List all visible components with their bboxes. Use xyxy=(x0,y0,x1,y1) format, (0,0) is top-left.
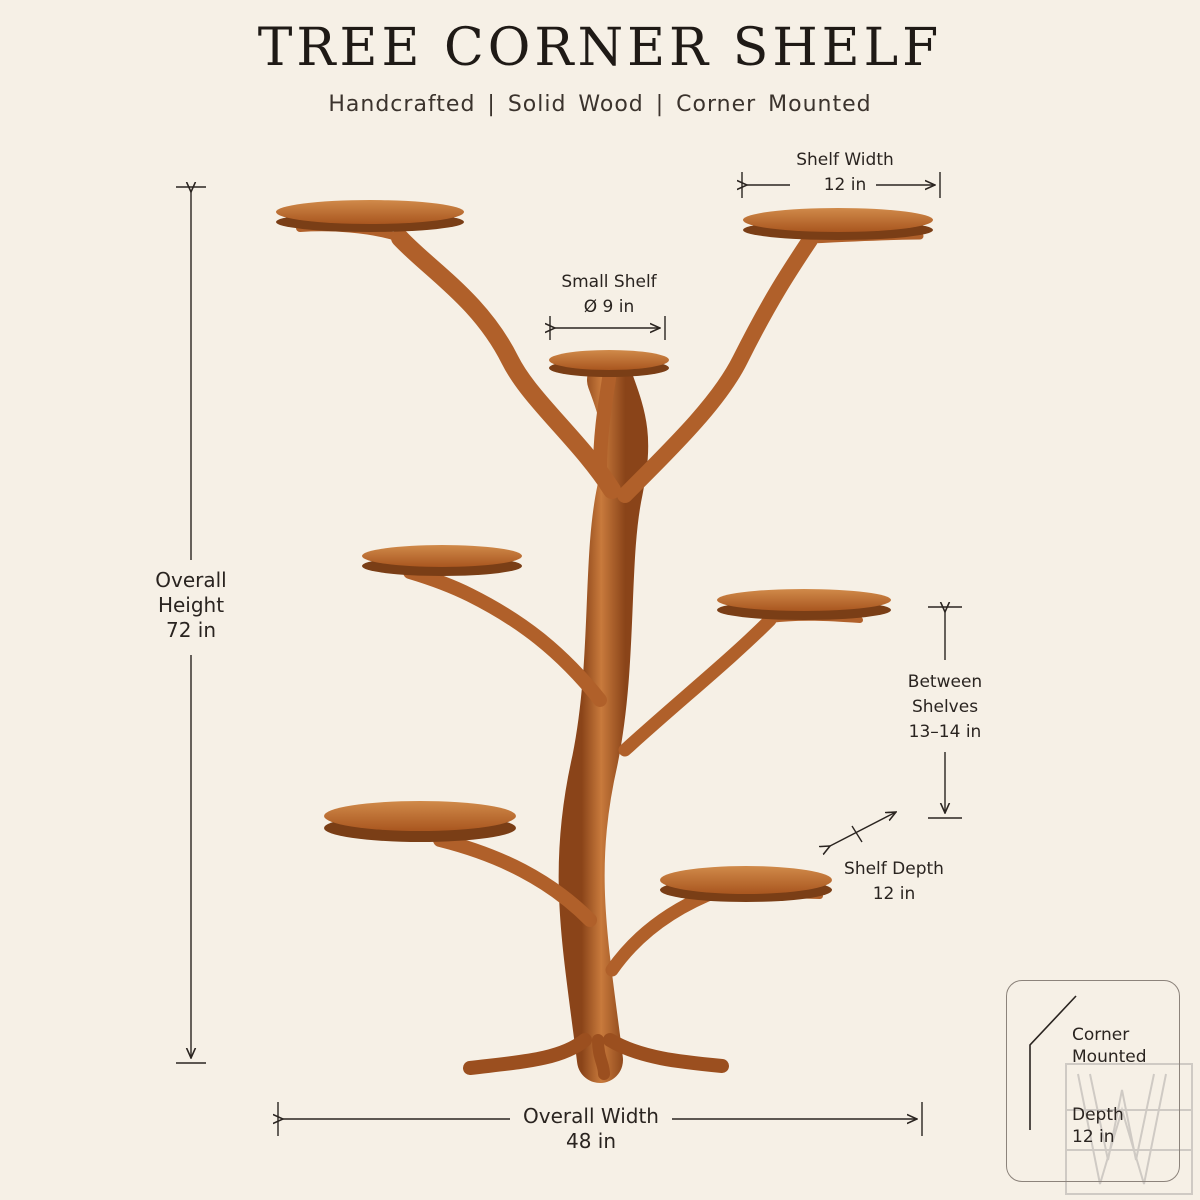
depth-line xyxy=(830,812,896,846)
shelf-mid-left xyxy=(362,545,522,576)
corner-icon xyxy=(1029,995,1077,1130)
shelves xyxy=(276,200,933,902)
corner-mounted-line2: Mounted xyxy=(1072,1047,1147,1067)
between-shelves-line1: Between xyxy=(907,672,983,692)
shelf-top-left xyxy=(276,200,464,232)
corner-depth-value: 12 in xyxy=(1072,1127,1115,1147)
corner-mounted-label: Corner Mounted xyxy=(1072,1024,1147,1068)
shelf-width-label: Shelf Width 12 in xyxy=(770,148,920,198)
small-shelf-label: Small Shelf Ø 9 in xyxy=(534,270,684,320)
branch-top-left xyxy=(391,229,621,499)
corner-depth-title: Depth xyxy=(1072,1105,1124,1125)
branch-mid-right xyxy=(618,613,777,757)
between-shelves-label: Between Shelves 13–14 in xyxy=(880,670,1010,745)
between-shelves-value: 13–14 in xyxy=(908,722,982,742)
branch-small-shelf xyxy=(593,365,617,477)
branch-mid-left xyxy=(403,565,607,707)
overall-height-value: 72 in xyxy=(165,618,217,642)
shelf-depth-title: Shelf Depth xyxy=(844,859,944,879)
shelf-low-right xyxy=(660,866,832,902)
trunk-main xyxy=(558,357,649,1083)
corner-depth-label: Depth 12 in xyxy=(1072,1104,1124,1148)
shelf-width-title: Shelf Width xyxy=(796,150,894,170)
shelf-width-value: 12 in xyxy=(823,175,867,195)
corner-mounted-line1: Corner xyxy=(1072,1025,1130,1045)
dimension-lines xyxy=(176,172,962,1136)
overall-width-value: 48 in xyxy=(565,1129,617,1153)
shelf-depth-label: Shelf Depth 12 in xyxy=(824,857,964,907)
small-shelf-title: Small Shelf xyxy=(561,272,657,292)
page-title: TREE CORNER SHELF xyxy=(257,18,943,78)
overall-width-label: Overall Width 48 in xyxy=(505,1104,677,1154)
branch-low-left xyxy=(433,833,597,927)
root-center xyxy=(592,1034,610,1080)
shelf-mid-right xyxy=(717,589,891,620)
overall-width-title: Overall Width xyxy=(523,1104,659,1128)
small-shelf-value: Ø 9 in xyxy=(583,297,635,317)
root-right xyxy=(603,1033,729,1073)
shelf-top-right xyxy=(743,208,933,240)
overall-height-line2: Height xyxy=(157,593,225,617)
subtitle: Handcrafted | Solid Wood | Corner Mounte… xyxy=(328,92,872,117)
watermark-logo xyxy=(1065,1063,1193,1195)
shelf-depth-value: 12 in xyxy=(872,884,916,904)
overall-height-label: Overall Height 72 in xyxy=(126,568,256,643)
shelf-low-left xyxy=(324,801,516,842)
root-left xyxy=(463,1033,592,1075)
branch-low-right xyxy=(605,883,727,977)
branch-top-right xyxy=(617,232,818,503)
between-shelves-line2: Shelves xyxy=(911,697,979,717)
overall-height-line1: Overall xyxy=(155,568,227,592)
corner-info-box xyxy=(1006,980,1180,1182)
shelf-small-center xyxy=(549,350,669,377)
